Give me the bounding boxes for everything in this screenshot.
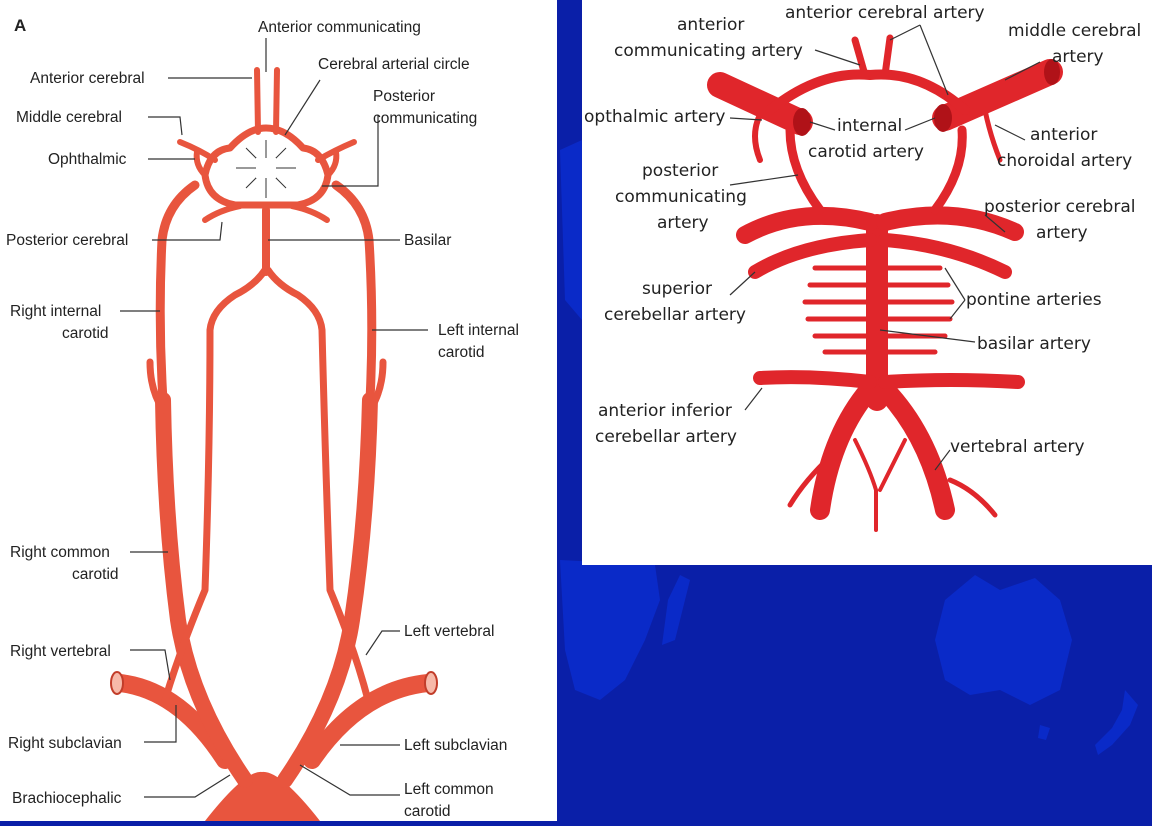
left-anatomy-panel: A bbox=[0, 0, 557, 821]
aica-right-vessel bbox=[760, 377, 870, 382]
posterior-cerebral-left-vessel bbox=[292, 206, 327, 220]
vertebral-left-branch bbox=[950, 480, 995, 515]
label-left-common-carotid-2: carotid bbox=[404, 803, 451, 820]
label-anterior-cerebral: Anterior cerebral bbox=[30, 70, 145, 87]
label-right-common-carotid-2: carotid bbox=[72, 566, 119, 583]
ophthalmic-right-vessel bbox=[755, 115, 760, 160]
label-superior-cerebellar-1: superior bbox=[642, 279, 712, 299]
left-artery-diagram: A bbox=[0, 0, 557, 821]
label-cerebral-arterial-circle: Cerebral arterial circle bbox=[318, 56, 470, 73]
label-internal-carotid-2: carotid artery bbox=[808, 142, 924, 162]
anterior-spinal-right bbox=[855, 440, 876, 530]
label-posterior-cerebral-2: artery bbox=[1036, 223, 1088, 243]
right-artery-diagram: anterior cerebral artery anterior commun… bbox=[582, 0, 1152, 565]
label-posterior-communicating-1: posterior bbox=[642, 161, 718, 181]
label-right-vertebral: Right vertebral bbox=[10, 643, 111, 660]
label-middle-cerebral: Middle cerebral bbox=[16, 109, 122, 126]
label-superior-cerebellar-2: cerebellar artery bbox=[604, 305, 746, 325]
posterior-cerebral-right-vessel bbox=[205, 206, 240, 220]
label-internal-carotid-1: internal bbox=[837, 116, 902, 136]
label-left-internal-carotid-2: carotid bbox=[438, 344, 485, 361]
label-ophthalmic: Ophthalmic bbox=[48, 151, 127, 168]
label-left-vertebral: Left vertebral bbox=[404, 623, 494, 640]
label-opthalmic-artery: opthalmic artery bbox=[584, 107, 725, 127]
label-right-subclavian: Right subclavian bbox=[8, 735, 122, 752]
left-vessels bbox=[111, 70, 437, 821]
left-subclavian-lumen bbox=[425, 672, 437, 694]
label-posterior-communicating-1: Posterior bbox=[373, 88, 435, 105]
label-anterior-cerebral-artery: anterior cerebral artery bbox=[785, 3, 985, 23]
label-posterior-cerebral-1: posterior cerebral bbox=[984, 197, 1135, 217]
label-right-common-carotid-1: Right common bbox=[10, 544, 110, 561]
label-posterior-cerebral: Posterior cerebral bbox=[6, 232, 128, 249]
label-basilar-artery: basilar artery bbox=[977, 334, 1091, 354]
australia-shape bbox=[935, 575, 1072, 705]
posterior-cerebral-right-vessel bbox=[745, 216, 870, 235]
label-anterior-choroidal-2: choroidal artery bbox=[997, 151, 1132, 171]
label-anterior-communicating-2: communicating artery bbox=[614, 41, 803, 61]
left-internal-carotid-vessel bbox=[336, 185, 372, 400]
right-subclavian-lumen bbox=[111, 672, 123, 694]
anterior-cerebral-left-vessel bbox=[276, 70, 277, 132]
panel-letter: A bbox=[14, 16, 26, 35]
label-right-internal-carotid-1: Right internal bbox=[10, 303, 101, 320]
label-vertebral-artery: vertebral artery bbox=[950, 437, 1085, 457]
label-left-common-carotid-1: Left common bbox=[404, 781, 494, 798]
label-left-internal-carotid-1: Left internal bbox=[438, 322, 519, 339]
label-brachiocephalic: Brachiocephalic bbox=[12, 790, 122, 807]
anterior-cerebral-right-vessel bbox=[257, 70, 258, 132]
label-anterior-inferior-cerebellar-1: anterior inferior bbox=[598, 401, 732, 421]
label-posterior-communicating-2: communicating bbox=[615, 187, 747, 207]
label-anterior-communicating-1: anterior bbox=[677, 15, 744, 35]
label-anterior-communicating: Anterior communicating bbox=[258, 19, 421, 36]
anterior-cerebral-left-vessel bbox=[885, 38, 890, 75]
label-right-internal-carotid-2: carotid bbox=[62, 325, 109, 342]
label-posterior-communicating-3: artery bbox=[657, 213, 709, 233]
internal-carotid-left-lumen bbox=[934, 104, 952, 132]
aica-left-vessel bbox=[885, 380, 1018, 382]
vertebral-right-vessel bbox=[820, 395, 865, 510]
posterior-communicating-left-vessel bbox=[935, 130, 962, 210]
internal-carotid-right-lumen bbox=[793, 108, 811, 136]
anterior-circle-vessel bbox=[770, 74, 965, 110]
right-anatomy-panel: anterior cerebral artery anterior commun… bbox=[582, 0, 1152, 565]
label-middle-cerebral-2: artery bbox=[1052, 47, 1104, 67]
label-anterior-choroidal-1: anterior bbox=[1030, 125, 1097, 145]
label-anterior-inferior-cerebellar-2: cerebellar artery bbox=[595, 427, 737, 447]
label-posterior-communicating-2: communicating bbox=[373, 110, 477, 127]
label-pontine-arteries: pontine arteries bbox=[966, 290, 1102, 310]
right-internal-carotid-vessel bbox=[160, 185, 195, 400]
label-basilar: Basilar bbox=[404, 232, 451, 249]
label-left-subclavian: Left subclavian bbox=[404, 737, 507, 754]
anterior-spinal-left bbox=[880, 440, 905, 490]
label-middle-cerebral-1: middle cerebral bbox=[1008, 21, 1141, 41]
